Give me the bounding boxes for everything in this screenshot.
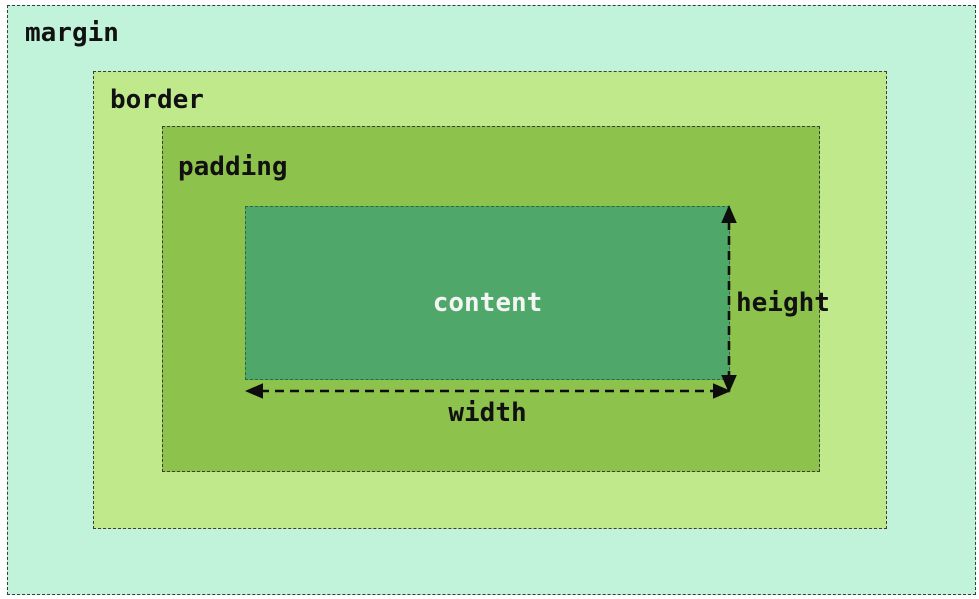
padding-label: padding bbox=[178, 152, 288, 182]
height-label: height bbox=[736, 288, 830, 318]
content-label: content bbox=[432, 288, 543, 318]
border-label: border bbox=[110, 85, 204, 115]
margin-label: margin bbox=[25, 18, 119, 48]
width-label: width bbox=[448, 398, 527, 428]
content-box bbox=[245, 206, 730, 380]
